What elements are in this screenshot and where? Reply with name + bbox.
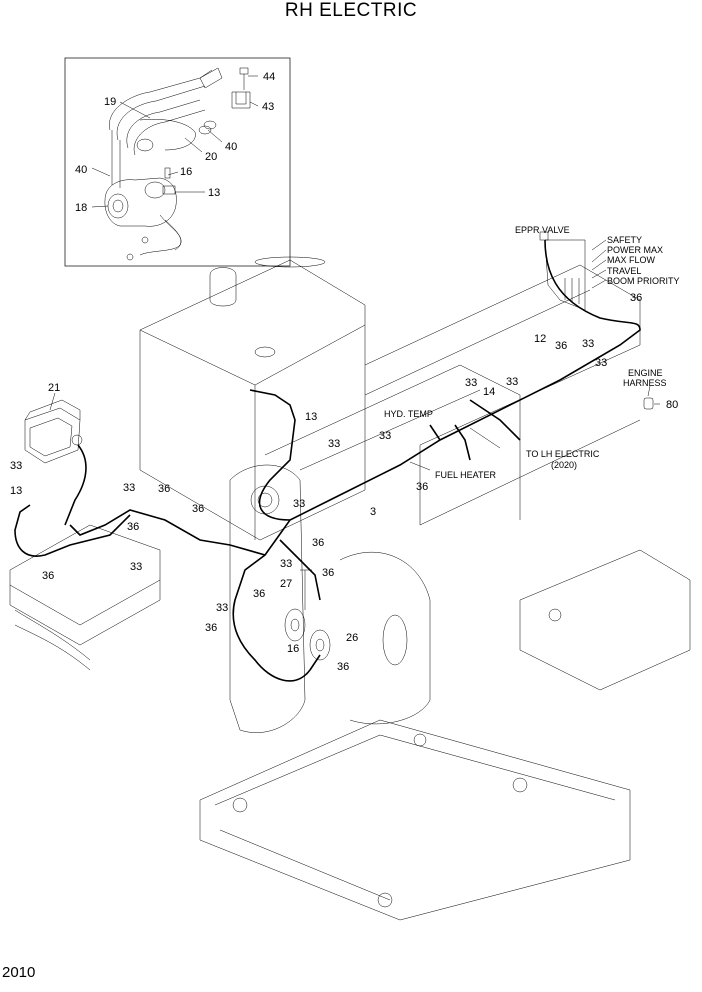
callout-36-k: 36: [630, 292, 642, 304]
eppr-valve-bracket: [539, 231, 586, 311]
callout-13-b: 13: [10, 485, 22, 497]
note-hyd-temp: HYD. TEMP: [384, 409, 433, 419]
callout-36-h: 36: [337, 661, 349, 673]
callout-16-a: 16: [180, 166, 192, 178]
callout-33-f: 33: [280, 558, 292, 570]
connector-80-drawing: [643, 397, 654, 410]
fuel-heater-drawing: [104, 167, 182, 261]
callout-33-i: 33: [465, 377, 477, 389]
page-title: RH ELECTRIC: [284, 0, 418, 21]
callout-40-b: 40: [75, 164, 87, 176]
note-eppr-valve: EPPR VALVE: [515, 225, 570, 235]
callout-33-c: 33: [130, 561, 142, 573]
hose-assembly-drawing: [109, 67, 223, 188]
note-boom-priority: BOOM PRIORITY: [607, 276, 680, 286]
note-power-max: POWER MAX: [607, 245, 663, 255]
callout-40-a: 40: [225, 141, 237, 153]
callout-36-f: 36: [253, 588, 265, 600]
callout-33-e: 33: [293, 498, 305, 510]
callout-33-k: 33: [582, 338, 594, 350]
clip-43-drawing: [231, 91, 251, 109]
callout-27: 27: [280, 578, 292, 590]
wiring-harness-3: [14, 239, 641, 682]
callout-12: 12: [534, 333, 546, 345]
callout-33-h: 33: [379, 430, 391, 442]
callout-36-j: 36: [555, 340, 567, 352]
callout-21: 21: [48, 382, 60, 394]
callout-36-e: 36: [322, 567, 334, 579]
note-to-lh-electric: TO LH ELECTRIC: [526, 449, 600, 459]
page-number: 2010: [2, 964, 36, 981]
callout-36-l: 33: [595, 357, 607, 369]
callout-33-g: 33: [216, 602, 228, 614]
callout-36-d: 36: [312, 537, 324, 549]
detail-inset-frame: [64, 57, 291, 267]
callout-44: 44: [263, 71, 275, 83]
callout-36-b: 36: [192, 503, 204, 515]
callout-13-a: 13: [208, 187, 220, 199]
callout-80: 80: [666, 399, 678, 411]
callout-33-j: 33: [506, 376, 518, 388]
leader-lines: [49, 75, 660, 471]
callout-36-m: 36: [42, 570, 54, 582]
callout-33-a: 33: [10, 460, 22, 472]
callout-14: 14: [483, 386, 495, 398]
callout-36-c: 36: [127, 521, 139, 533]
callout-16-b: 16: [287, 643, 299, 655]
callout-13-c: 13: [305, 411, 317, 423]
callout-18: 18: [75, 202, 87, 214]
callout-26: 26: [346, 632, 358, 644]
note-harness: HARNESS: [623, 378, 667, 388]
work-lamp-drawing: [24, 399, 83, 464]
note-engine: ENGINE: [628, 368, 663, 378]
callout-20: 20: [205, 151, 217, 163]
note-travel: TRAVEL: [607, 266, 641, 276]
callout-3: 3: [370, 506, 376, 518]
note-max-flow: MAX FLOW: [607, 255, 656, 265]
callout-36-i: 36: [416, 481, 428, 493]
note-fuel-heater: FUEL HEATER: [435, 470, 497, 480]
callout-36-g: 36: [205, 622, 217, 634]
note-safety: SAFETY: [607, 235, 642, 245]
machine-frame-drawing: [9, 256, 691, 921]
bolt-44-drawing: [239, 67, 249, 90]
callout-33-d: 33: [328, 438, 340, 450]
callout-36-a: 36: [158, 483, 170, 495]
callout-33-b: 33: [123, 482, 135, 494]
note-to-lh-ref: (2020): [551, 460, 577, 470]
callout-19: 19: [104, 96, 116, 108]
callout-43: 43: [262, 101, 274, 113]
